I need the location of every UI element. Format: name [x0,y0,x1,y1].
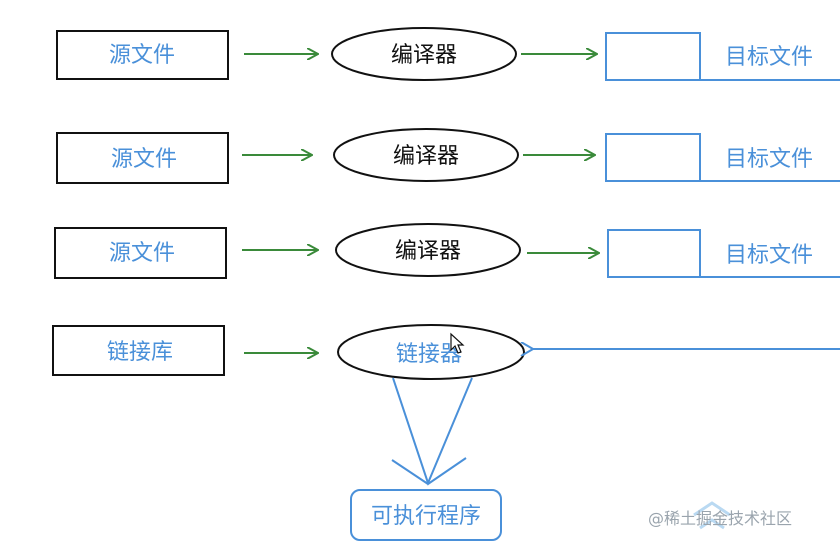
compiler-node-3 [335,223,521,277]
compiler-node-2 [333,128,519,182]
source-file-label-1: 源文件 [109,43,175,68]
compiler-label-1: 编译器 [391,43,457,68]
row-1: 源文件 编译器 目标文件 [56,27,840,81]
object-file-box-2 [605,133,701,182]
compiler-label-2: 编译器 [393,144,459,169]
source-file-box-1 [56,30,229,80]
linker-to-executable-arrow [391,377,473,486]
object-file-box-3 [607,229,701,278]
compiler-node-1 [331,27,517,81]
arrow-body [392,377,473,486]
executable-label: 可执行程序 [371,504,481,529]
mouse-cursor-icon [450,332,465,354]
executable-box [350,489,502,541]
arrow-head [391,457,467,486]
row-linker: 链接库 链接器 [52,324,840,380]
compiler-label-3: 编译器 [395,239,461,264]
executable-node: 可执行程序 [350,489,502,541]
source-file-box-3 [54,227,227,279]
row-3: 源文件 编译器 目标文件 [54,223,840,279]
source-file-box-2 [56,132,229,184]
watermark: @稀土掘金技术社区 [648,501,792,530]
object-file-label-1: 目标文件 [725,45,813,70]
library-box [52,325,225,376]
row-2: 源文件 编译器 目标文件 [56,128,840,184]
source-file-label-3: 源文件 [109,241,175,266]
source-file-label-2: 源文件 [111,147,177,172]
watermark-logo-icon [693,501,731,530]
object-file-label-3: 目标文件 [725,243,813,268]
object-file-box-1 [605,32,701,81]
watermark-text: @稀土掘金技术社区 [648,509,792,528]
library-label: 链接库 [107,340,173,365]
object-file-label-2: 目标文件 [725,147,813,172]
